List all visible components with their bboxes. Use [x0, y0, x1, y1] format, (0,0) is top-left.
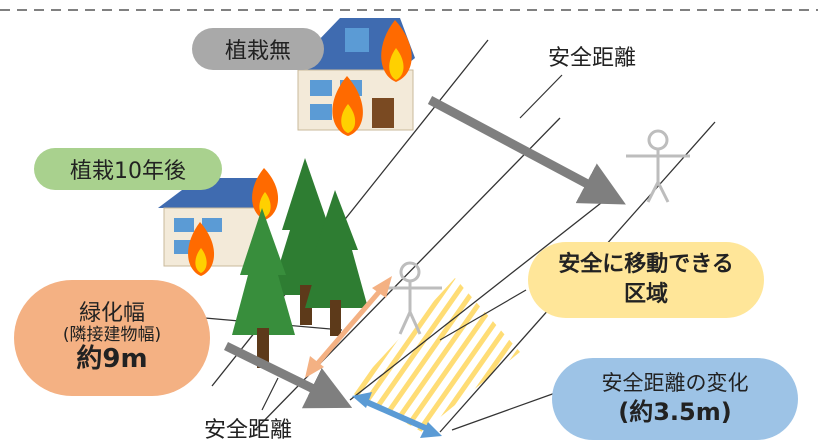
boundary-line-4 [349, 191, 616, 401]
green-width-value: 約9m [76, 344, 148, 375]
safe-distance-arrow-bottom [224, 341, 353, 409]
leader-safe-zone [439, 289, 527, 341]
distance-change-value: (約3.5m) [618, 398, 732, 427]
safe-distance-label-top: 安全距離 [548, 46, 637, 71]
safe-distance-arrow-top [427, 96, 626, 205]
tree-icon [305, 190, 368, 336]
fire-icon [188, 222, 215, 276]
person-icon [626, 129, 690, 203]
no-planting-label: 植栽無 [192, 28, 324, 70]
distance-change-title: 安全距離の変化 [601, 370, 749, 395]
fire-icon [381, 20, 412, 82]
house-icon [158, 178, 268, 267]
planting-10-years-label: 植栽10年後 [34, 148, 222, 190]
green-width-bubble: 緑化幅 (隣接建物幅) 約9m [14, 280, 210, 396]
green-width-subtitle: (隣接建物幅) [62, 324, 162, 345]
safe-area-bubble: 安全に移動できる 区域 [528, 242, 764, 318]
fire-icon [332, 76, 363, 136]
leader-distance-change [451, 391, 559, 431]
green-width-title: 緑化幅 [78, 300, 145, 326]
safe-distance-label-bottom: 安全距離 [204, 418, 293, 443]
safe-zone-area [350, 278, 520, 432]
safe-area-line1: 安全に移動できる [558, 252, 734, 278]
safe-area-line2: 区域 [623, 282, 668, 307]
distance-change-arrow [352, 392, 442, 438]
leader-top [519, 74, 563, 119]
distance-change-bubble: 安全距離の変化 (約3.5m) [552, 358, 798, 440]
fire-icon [252, 168, 279, 220]
leader-bottom [261, 377, 279, 411]
